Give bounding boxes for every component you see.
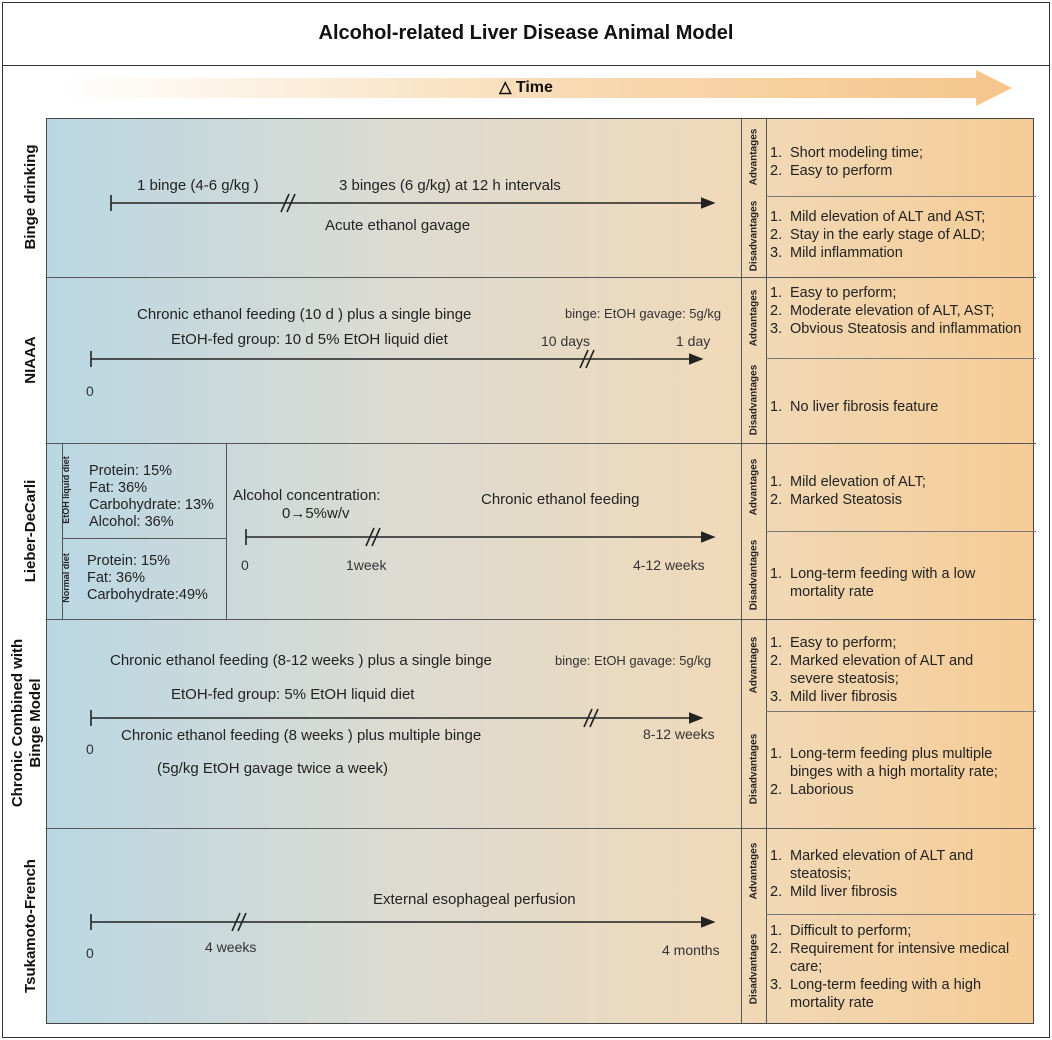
niaaa-10days-label: 10 days — [541, 333, 591, 349]
diet-box-divider — [226, 443, 227, 619]
tsukamoto-4weeks-label: 4 weeks — [205, 939, 257, 955]
etoh-diet-composition: Protein: 15% Fat: 36% Carbohydrate: 13% … — [89, 463, 214, 530]
pros-cons-divider — [741, 118, 742, 1024]
diet-divider — [62, 538, 226, 539]
list-item: 2.Mild liver fibrosis — [770, 884, 898, 900]
niaaa-disadvantages-list: 1.No liver fibrosis feature — [770, 398, 1032, 416]
chronic-weeks-label: 8-12 weeks — [643, 726, 715, 742]
pros-cons-divider — [766, 118, 767, 1024]
list-item: 1.Mild elevation of ALT and AST; — [770, 209, 986, 225]
lieber-1week-label: 1week — [346, 557, 387, 573]
list-item: 1.Easy to perform; — [770, 285, 897, 301]
adv-dis-divider — [766, 531, 1036, 532]
list-item: 2.Marked Steatosis — [770, 492, 903, 508]
lieber-concentration-range: 0→5%w/v — [282, 505, 350, 522]
list-item: 2.Laborious — [770, 782, 854, 798]
normal-diet-label: Normal diet — [61, 553, 71, 603]
list-item: 1.No liver fibrosis feature — [770, 399, 939, 415]
tsukamoto-method-text: External esophageal perfusion — [373, 891, 576, 908]
row-divider — [46, 443, 1036, 444]
chronic-gavage-text: (5g/kg EtOH gavage twice a week) — [157, 760, 388, 777]
lieber-weeks-label: 4-12 weeks — [633, 557, 705, 573]
niaaa-binge-text: binge: EtOH gavage: 5g/kg — [565, 306, 722, 321]
binge-multiple-text: 3 binges (6 g/kg) at 12 h intervals — [339, 177, 561, 194]
list-item: 2.Stay in the early stage of ALD; — [770, 227, 986, 243]
niaaa-advantages-list: 1.Easy to perform; 2.Moderate elevation … — [770, 284, 1032, 338]
list-item: 3.Mild inflammation — [770, 245, 903, 261]
models-panel — [46, 118, 1034, 1024]
time-arrow-icon — [60, 70, 1012, 106]
chronic-zero-label: 0 — [86, 741, 94, 757]
adv-dis-divider — [766, 196, 1036, 197]
lieber-zero-label: 0 — [241, 557, 249, 573]
list-item: 1.Long-term feeding plus multiple binges… — [770, 746, 998, 780]
binge-method-text: Acute ethanol gavage — [325, 217, 471, 234]
row-divider — [46, 828, 1036, 829]
list-item: 2.Marked elevation of ALT and severe ste… — [770, 653, 974, 687]
tsukamoto-disadvantages-list: 1.Difficult to perform; 2.Requirement fo… — [770, 922, 1034, 1012]
list-item: 3. Long-term feeding with a high mortali… — [770, 977, 982, 1011]
list-item: 1.Difficult to perform; — [770, 923, 912, 939]
chronic-binge-text: binge: EtOH gavage: 5g/kg — [555, 653, 712, 668]
binge-advantages-list: 1.Short modeling time; 2.Easy to perform — [770, 144, 1032, 180]
tsukamoto-advantages-list: 1.Marked elevation of ALT and steatosis;… — [770, 847, 1000, 901]
chronic-disadvantages-list: 1.Long-term feeding plus multiple binges… — [770, 745, 1032, 799]
lieber-advantages-list: 1.Mild elevation of ALT; 2.Marked Steato… — [770, 473, 1032, 509]
list-item: 2.Moderate elevation of ALT, AST; — [770, 303, 995, 319]
niaaa-zero-label: 0 — [86, 383, 94, 399]
etoh-diet-label: EtOH liquid diet — [61, 456, 71, 524]
row-divider — [46, 277, 1036, 278]
chronic-diet-text: EtOH-fed group: 5% EtOH liquid diet — [171, 686, 415, 703]
niaaa-1day-label: 1 day — [676, 333, 711, 349]
list-item: 1.Long-term feeding with a low mortality… — [770, 566, 976, 600]
chronic-advantages-list: 1.Easy to perform; 2.Marked elevation of… — [770, 634, 1032, 706]
tsukamoto-4months-label: 4 months — [662, 942, 720, 958]
row-divider — [46, 619, 1036, 620]
adv-dis-divider — [766, 711, 1036, 712]
diet-label-divider — [62, 443, 63, 619]
binge-disadvantages-list: 1.Mild elevation of ALT and AST; 2.Stay … — [770, 208, 1032, 262]
figure-title: Alcohol-related Liver Disease Animal Mod… — [2, 2, 1050, 66]
tsukamoto-zero-label: 0 — [86, 945, 94, 961]
binge-single-text: 1 binge (4-6 g/kg ) — [137, 177, 259, 194]
chronic-single-text: Chronic ethanol feeding (8-12 weeks ) pl… — [110, 652, 492, 669]
list-item: 1.Easy to perform; — [770, 635, 897, 651]
adv-dis-divider — [766, 358, 1036, 359]
adv-dis-divider — [766, 914, 1036, 915]
lieber-disadvantages-list: 1.Long-term feeding with a low mortality… — [770, 565, 1000, 601]
list-item: 3.Obvious Steatosis and inflammation — [770, 321, 1022, 337]
list-item: 1.Marked elevation of ALT and steatosis; — [770, 848, 974, 882]
list-item: 2.Easy to perform — [770, 163, 893, 179]
list-item: 1.Short modeling time; — [770, 145, 923, 161]
lieber-concentration-text: Alcohol concentration: — [233, 487, 381, 504]
list-item: 1.Mild elevation of ALT; — [770, 474, 926, 490]
chronic-multiple-text: Chronic ethanol feeding (8 weeks ) plus … — [121, 727, 482, 744]
list-item: 3.Mild liver fibrosis — [770, 689, 898, 705]
niaaa-diet-text: EtOH-fed group: 10 d 5% EtOH liquid diet — [171, 331, 448, 348]
normal-diet-composition: Protein: 15% Fat: 36% Carbohydrate:49% — [87, 553, 208, 603]
list-item: 2.Requirement for intensive medical care… — [770, 941, 1010, 975]
lieber-feeding-text: Chronic ethanol feeding — [481, 491, 640, 508]
niaaa-title-text: Chronic ethanol feeding (10 d ) plus a s… — [137, 306, 472, 323]
time-label: △ Time — [499, 79, 553, 96]
